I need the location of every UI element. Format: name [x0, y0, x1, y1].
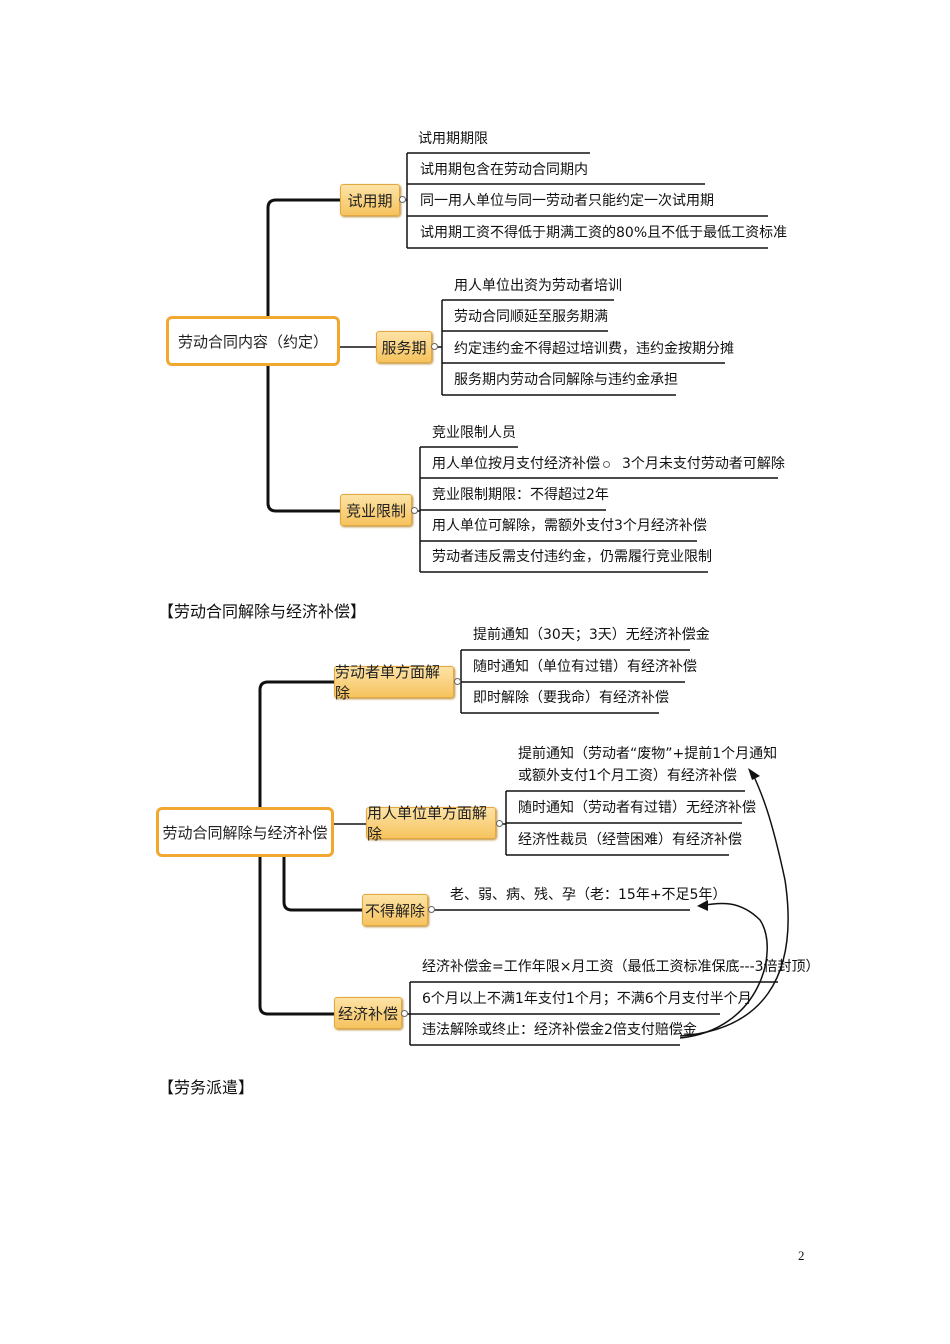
leaf-text: 违法解除或终止：经济补偿金2倍支付赔偿金 — [422, 1022, 697, 1038]
leaf-text: 试用期期限 — [418, 131, 488, 147]
leaf-text: 劳动合同顺延至服务期满 — [454, 309, 608, 325]
leaf-text: 试用期工资不得低于期满工资的80%且不低于最低工资标准 — [420, 225, 788, 241]
collapse-knob[interactable] — [399, 196, 406, 203]
leaf-text: 提前通知（30天；3天）无经济补偿金 — [473, 627, 710, 643]
leaf-text: 随时通知（单位有过错）有经济补偿 — [473, 659, 697, 675]
collapse-knob[interactable] — [496, 820, 503, 827]
leaf-text: 老、弱、病、残、孕（老：15年+不足5年） — [450, 887, 727, 903]
curve-arrow-to-no-dismiss — [679, 902, 768, 1039]
connector-no-dismiss — [282, 856, 362, 912]
section-title-labor-dispatch: 【劳务派遣】 — [158, 1078, 255, 1097]
leaf-text: 提前通知（劳动者“废物”+提前1个月通知 — [518, 746, 778, 762]
collapse-knob[interactable] — [411, 507, 418, 514]
root-node-contract-content: 劳动合同内容（约定） — [166, 316, 340, 366]
leaf-text: 约定违约金不得超过培训费，违约金按期分摊 — [454, 341, 734, 357]
connector-noncompete — [266, 364, 340, 513]
leaf-text: 随时通知（劳动者有过错）无经济补偿 — [518, 800, 756, 816]
connector-compensation — [258, 856, 334, 1016]
section-title-termination: 【劳动合同解除与经济补偿】 — [158, 602, 367, 621]
branch-employee-resign: 劳动者单方面解除 — [334, 663, 454, 702]
root-node-termination: 劳动合同解除与经济补偿 — [156, 807, 334, 857]
leaf-text: 经济补偿金=工作年限×月工资（最低工资标准保底---3倍封顶） — [422, 959, 820, 975]
leaf-text: 竞业限制期限：不得超过2年 — [432, 487, 609, 503]
leaf-text: 6个月以上不满1年支付1个月；不满6个月支付半个月 — [422, 991, 752, 1007]
leaf-text: 或额外支付1个月工资）有经济补偿 — [518, 768, 737, 784]
branch-trial-period: 试用期 — [340, 184, 400, 216]
leaf-text: 用人单位按月支付经济补偿 — [432, 456, 600, 472]
connector-trial — [266, 198, 340, 318]
branch-service-period: 服务期 — [376, 331, 432, 363]
leaf-text: 同一用人单位与同一劳动者只能约定一次试用期 — [420, 193, 714, 209]
curve-arrow-to-employer — [679, 771, 789, 1037]
leaf-text: 即时解除（要我命）有经济补偿 — [473, 690, 669, 706]
collapse-knob[interactable] — [428, 906, 435, 913]
branch-employer-dismiss: 用人单位单方面解除 — [366, 804, 496, 843]
collapse-knob[interactable] — [401, 1010, 408, 1017]
page-number: 2 — [798, 1248, 805, 1263]
collapse-knob[interactable] — [454, 678, 461, 685]
leaf-text: 劳动者违反需支付违约金，仍需履行竞业限制 — [432, 549, 712, 565]
arrowhead-2 — [697, 900, 708, 911]
branch-compensation: 经济补偿 — [334, 997, 402, 1029]
leaf-text: 服务期内劳动合同解除与违约金承担 — [454, 372, 678, 388]
leaf-text: 3个月未支付劳动者可解除 — [622, 456, 785, 472]
leaf-text: 用人单位可解除，需额外支付3个月经济补偿 — [432, 518, 707, 534]
connector-employee-resign — [258, 680, 334, 808]
leaf-text: 用人单位出资为劳动者培训 — [454, 278, 622, 294]
arrowhead-1 — [748, 768, 760, 780]
leaf-text: 竞业限制人员 — [432, 425, 516, 441]
leaf-text: 经济性裁员（经营困难）有经济补偿 — [518, 832, 742, 848]
branch-no-dismiss: 不得解除 — [362, 894, 428, 926]
branch-non-compete: 竞业限制 — [340, 494, 412, 526]
leaf-text: 试用期包含在劳动合同期内 — [420, 162, 588, 178]
collapse-knob[interactable] — [431, 343, 438, 350]
link-knob — [603, 461, 610, 468]
